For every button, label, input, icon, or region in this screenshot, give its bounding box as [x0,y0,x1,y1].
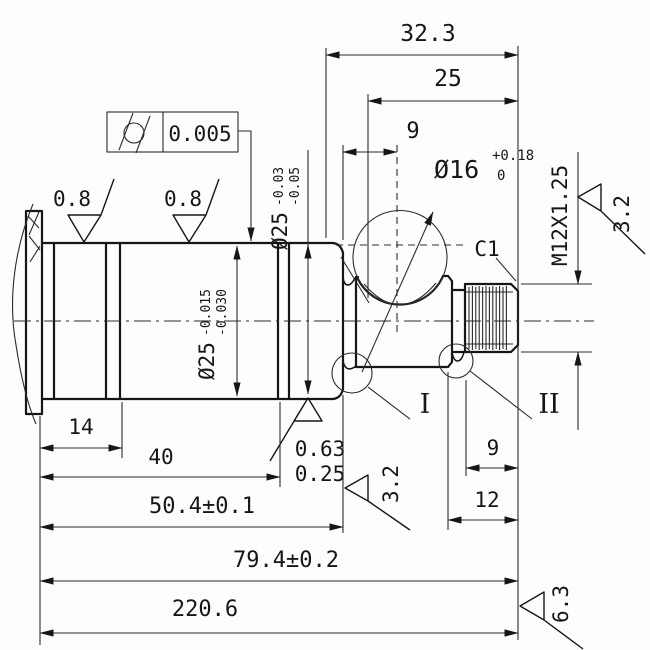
m12-text: M12X1.25 [548,165,572,266]
roughness-symbol [67,178,115,243]
undercut-top [342,276,356,286]
dim-9-bottom-text: 9 [487,436,500,460]
roughness-63: 6.3 [519,585,584,650]
roughness-32-mid: 3.2 [344,465,411,531]
ra-08-left-text: 0.8 [53,187,91,211]
roughness-symbol-right [577,183,646,255]
fcf-leader [238,130,255,242]
dim-32-text: 32.3 [400,21,455,47]
roughness-08-left: 0.8 [53,178,115,243]
thread-outline [463,282,520,354]
dia25-main-dimension: Ø25 -0.015 -0.030 [195,245,241,397]
roughness-08-mid: 0.8 [164,178,220,243]
ra-063-text: 0.63 [295,437,346,461]
dia25a-lower-tol: -0.030 [215,289,230,336]
ra-32-mid-text: 3.2 [379,465,403,503]
dia25b-text-group: Ø25 -0.03 -0.05 [268,167,303,250]
undercut-bottom [342,360,357,370]
detail-II-label: II [538,389,559,420]
roughness-symbol-mid [344,474,411,531]
detail-I-leader [367,386,411,420]
shoulder-shading-line [340,256,370,304]
cylindricity-lines [118,112,151,154]
roughness-symbol [172,178,220,243]
part-outline [12,203,520,425]
dia25a-text-group: Ø25 -0.015 -0.030 [195,289,230,380]
dia25a-text: Ø25 [195,342,219,380]
roughness-symbol-63 [519,591,584,650]
dia16-text: Ø16 [434,155,479,184]
dia16-upper-tol: +0.18 [492,148,534,164]
detail-views: I II [331,343,560,420]
dim-9-top-text: 9 [406,119,419,144]
c1-text: C1 [474,237,499,261]
dia16-leader [361,211,434,373]
dim-79-text: 79.4±0.2 [233,548,339,573]
dia25-outer-dimension: Ø25 -0.03 -0.05 [268,150,312,395]
extension-lines-top [325,46,519,640]
dia16-callout: Ø16 +0.18 0 [361,148,534,373]
ra-025-text: 0.25 [295,462,346,486]
geometric-tolerance-frame: 0.005 [106,111,255,242]
break-line [12,203,37,425]
detail-circle-I [331,352,373,394]
m12-extension-lines [521,283,592,353]
roughness-symbol-bottom [269,397,323,462]
break-hatch [27,211,41,263]
dia25b-upper-tol: -0.03 [272,167,287,206]
dim-12-text: 12 [474,488,499,512]
sphere-circle [352,209,448,306]
dim-50-text: 50.4±0.1 [149,494,255,519]
shaft-body-edges [40,241,335,401]
bottom-dimensions: 14 40 50.4±0.1 79.4±0.2 220.6 9 12 [39,372,519,645]
center-lines [14,145,594,336]
cylindricity-icon [118,112,151,154]
thread-hatching [468,286,507,350]
detail-I-label: I [420,389,431,420]
detail-circle-II [438,343,474,379]
ra-08-mid-text: 0.8 [164,187,202,211]
detail-II-leader [469,370,533,420]
chamfer-callout: C1 [474,237,517,282]
top-dimensions: 32.3 25 9 [325,21,519,640]
thread-relief [450,288,467,354]
dia16-lower-tol: 0 [497,168,505,184]
collar [24,209,44,416]
groove-shading-arc [363,282,437,306]
dim-25-text: 25 [434,66,462,92]
ra-63-text: 6.3 [549,585,573,623]
c1-leader [495,257,517,282]
relief-groove [451,351,465,362]
thread-dimension: M12X1.25 3.2 [521,152,646,430]
dim-40-text: 40 [148,445,173,469]
roughness-063-025: 0.63 0.25 [269,397,346,486]
cylindricity-value: 0.005 [168,122,231,146]
ra-32-right-text: 3.2 [610,195,634,233]
dia25b-text: Ø25 [268,212,292,250]
fcf-box [106,111,239,153]
dia25a-upper-tol: -0.015 [199,289,214,336]
dim-220-text: 220.6 [172,597,238,622]
dia25b-lower-tol: -0.05 [288,167,303,206]
dim-14-text: 14 [68,415,93,439]
